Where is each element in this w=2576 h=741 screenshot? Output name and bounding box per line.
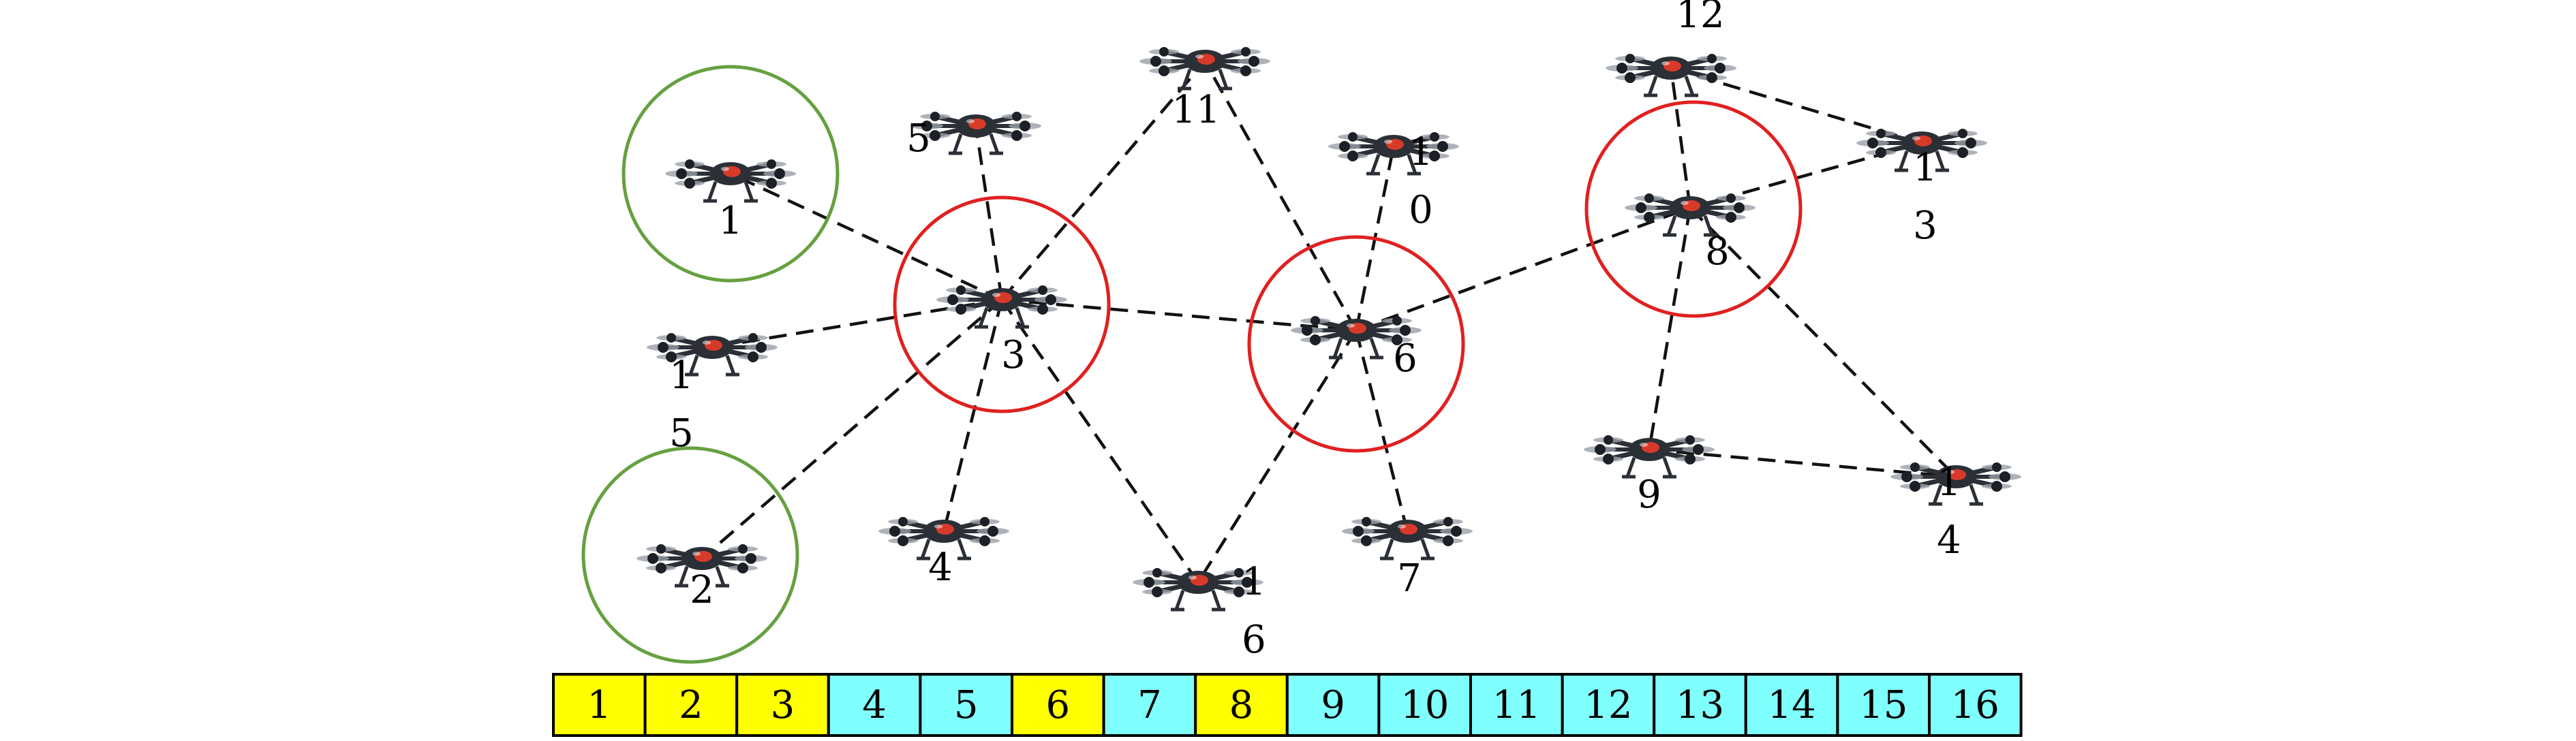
status-cell-label-1: 1	[587, 683, 611, 727]
node-label-2: 2	[690, 568, 714, 612]
link-3-5	[974, 125, 1004, 300]
link-3-15	[711, 298, 1002, 349]
status-cell-label-7: 7	[1137, 683, 1162, 727]
drone-icon-8	[1625, 193, 1755, 235]
link-6-11	[1203, 60, 1358, 332]
status-cell-7	[1102, 673, 1197, 737]
status-cell-label-12: 12	[1584, 683, 1632, 727]
link-3-11	[1000, 60, 1206, 301]
link-6-16	[1197, 329, 1358, 584]
node-label-6: 6	[1393, 336, 1417, 381]
cluster-head-circle-6	[1247, 235, 1465, 453]
link-3-2	[701, 298, 1003, 560]
node-label-3: 3	[1001, 333, 1026, 377]
status-cell-label-4: 4	[862, 683, 887, 727]
drone-icon-11	[1139, 47, 1270, 89]
status-cell-2	[643, 673, 739, 737]
status-cell-label-2: 2	[679, 683, 703, 727]
node-label-4: 4	[928, 546, 953, 590]
link-3-6	[1001, 298, 1357, 332]
selected-node-circle-1	[622, 65, 840, 283]
status-cell-label-8: 8	[1229, 683, 1254, 727]
node-label-11: 11	[1171, 88, 1220, 132]
cluster-head-circle-3	[893, 195, 1111, 413]
cluster-head-circle-8	[1584, 100, 1803, 318]
status-cell-16	[1928, 673, 2023, 737]
drone-icon-3	[936, 285, 1067, 327]
status-cell-13	[1653, 673, 1747, 737]
link-8-12	[1669, 67, 1692, 208]
drone-icon-10	[1328, 132, 1459, 174]
status-cell-label-15: 15	[1859, 683, 1907, 727]
status-cell-label-6: 6	[1045, 683, 1070, 727]
status-cell-label-14: 14	[1767, 683, 1815, 727]
status-cell-label-10: 10	[1400, 683, 1449, 727]
status-cell-label-5: 5	[954, 683, 979, 727]
status-cell-label-13: 13	[1676, 683, 1724, 727]
status-cell-4	[827, 673, 922, 737]
status-cell-5	[919, 673, 1014, 737]
link-6-7	[1354, 330, 1409, 532]
status-cell-10	[1377, 673, 1473, 737]
link-6-8	[1355, 206, 1691, 332]
circles-layer	[581, 65, 1803, 664]
node-label-12: 12	[1676, 0, 1724, 37]
status-cell-1	[552, 673, 647, 737]
link-3-1	[730, 172, 1002, 302]
drone-icon-15	[647, 333, 778, 375]
node-label-9: 9	[1637, 473, 1661, 517]
node-label-5: 5	[906, 116, 931, 161]
link-3-4	[942, 299, 1004, 532]
link-8-14	[1689, 206, 1957, 478]
status-cell-11	[1469, 673, 1564, 737]
link-8-9	[1647, 207, 1692, 450]
drone-icon-7	[1342, 517, 1473, 558]
drones-layer	[637, 47, 2021, 610]
status-cell-9	[1285, 673, 1381, 737]
status-cell-label-11: 11	[1492, 683, 1541, 727]
drone-icon-12	[1606, 54, 1736, 95]
node-label-1: 1	[718, 199, 743, 243]
selected-node-circle-2	[581, 446, 799, 664]
status-cell-label-16: 16	[1951, 683, 1999, 727]
link-3-16	[1000, 298, 1199, 584]
node-label-8: 8	[1705, 230, 1730, 274]
status-cell-label-9: 9	[1321, 683, 1345, 727]
status-cell-label-3: 3	[771, 683, 795, 727]
drone-icon-9	[1584, 435, 1715, 477]
status-cell-15	[1836, 673, 1931, 737]
node-label-7: 7	[1397, 556, 1422, 601]
